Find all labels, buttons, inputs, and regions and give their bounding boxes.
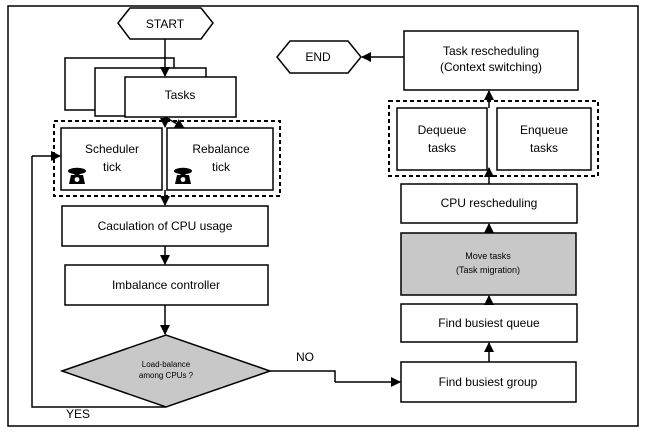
rebalance-tick-line2: tick <box>212 160 231 174</box>
cpu-usage-label: Caculation of CPU usage <box>98 219 233 233</box>
start-label: START <box>146 17 185 31</box>
scheduler-tick-line2: tick <box>103 160 122 174</box>
no-line <box>270 370 336 382</box>
diagram-frame <box>7 5 639 427</box>
yes-label: YES <box>66 407 90 421</box>
move-tasks-line2: (Task migration) <box>456 265 520 275</box>
dequeue-tasks-box: Dequeue tasks <box>396 107 488 171</box>
cpu-rescheduling-box: CPU rescheduling <box>400 183 578 224</box>
dequeue-line1: Dequeue <box>418 123 467 137</box>
enqueue-tasks-box: Enqueue tasks <box>496 107 592 171</box>
end-terminal: END <box>276 40 362 74</box>
end-label: END <box>305 50 331 64</box>
cpu-rescheduling-label: CPU rescheduling <box>441 196 538 210</box>
dequeue-line2: tasks <box>428 141 456 155</box>
rebalance-tick-line1: Rebalance <box>192 142 250 156</box>
tasks-stack: Tasks <box>64 57 237 118</box>
find-busiest-queue-label: Find busiest queue <box>438 316 540 330</box>
find-busiest-group-label: Find busiest group <box>439 375 538 389</box>
find-busiest-queue-box: Find busiest queue <box>400 303 578 343</box>
cpu-usage-box: Caculation of CPU usage <box>61 205 269 247</box>
rebalance-tick-box: Rebalance tick <box>166 127 274 191</box>
enqueue-line2: tasks <box>530 141 558 155</box>
arrow-tasks-to-rebalance <box>164 116 185 129</box>
no-label: NO <box>296 350 314 364</box>
tasks-label: Tasks <box>165 88 196 102</box>
task-rescheduling-line1: Task rescheduling <box>443 44 539 58</box>
imbalance-controller-box: Imbalance controller <box>64 264 269 306</box>
tasks-box <box>124 76 237 118</box>
load-balance-decision: Load-balance among CPUs ? <box>59 334 273 408</box>
decision-line2: among CPUs ? <box>139 371 194 380</box>
scheduler-tick-box: Scheduler tick <box>60 127 163 191</box>
start-terminal: START <box>117 7 214 40</box>
move-tasks-box: Move tasks (Task migration) <box>400 232 577 296</box>
enqueue-line1: Enqueue <box>520 123 568 137</box>
yes-loop-line <box>31 156 166 408</box>
task-rescheduling-box: Task rescheduling (Context switching) <box>403 30 579 91</box>
find-busiest-group-box: Find busiest group <box>400 361 577 403</box>
decision-line1: Load-balance <box>142 360 191 369</box>
task-rescheduling-line2: (Context switching) <box>440 60 542 74</box>
move-tasks-line1: Move tasks <box>465 251 511 261</box>
scheduler-tick-line1: Scheduler <box>85 142 139 156</box>
imbalance-controller-label: Imbalance controller <box>112 278 220 292</box>
connectors <box>31 39 494 408</box>
